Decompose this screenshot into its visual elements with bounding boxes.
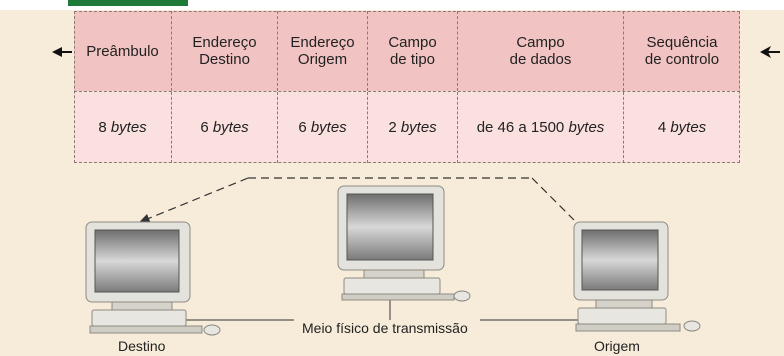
right-direction-arrow [760, 46, 780, 58]
field-header-label: Sequência de controlo [644, 34, 720, 68]
size-number: 6 [298, 119, 307, 136]
field-size-type: 2 bytes [368, 92, 458, 163]
field-header-preamble: Preâmbulo [74, 11, 172, 91]
frame-table-border [74, 11, 740, 163]
size-number: 4 [657, 119, 667, 136]
size-number: 2 [388, 119, 397, 136]
size-unit: bytes [568, 119, 605, 136]
size-unit: bytes [670, 119, 707, 136]
size-unit: bytes [310, 119, 347, 136]
transmission-path-dashed [138, 177, 575, 223]
size-unit: bytes [400, 119, 437, 136]
size-number: de 46 a 1500 [476, 119, 565, 136]
size-unit: bytes [212, 119, 249, 136]
center-computer-icon [337, 185, 471, 302]
frame-size-row: 8 bytes 6 bytes 6 bytes 2 bytes de 46 a … [74, 91, 740, 163]
field-size-src-address: 6 bytes [278, 92, 368, 163]
field-size-data: de 46 a 1500 bytes [458, 92, 624, 163]
field-header-src-address: Endereço Origem [278, 11, 368, 91]
destination-label: Destino [118, 338, 166, 354]
size-unit: bytes [110, 119, 147, 136]
frame-header-row: Preâmbulo Endereço Destino Endereço Orig… [74, 11, 740, 91]
field-size-preamble: 8 bytes [74, 92, 172, 163]
field-header-label: Campo de tipo [388, 34, 437, 68]
field-header-label: Preâmbulo [86, 42, 159, 60]
field-header-label: Endereço Destino [192, 34, 257, 68]
field-size-dest-address: 6 bytes [172, 92, 278, 163]
field-header-checksum: Sequência de controlo [624, 11, 740, 91]
size-number: 6 [200, 119, 209, 136]
origin-computer-icon [573, 221, 701, 332]
origin-label: Origem [594, 338, 640, 354]
field-header-label: Endereço Origem [290, 34, 355, 68]
field-header-type: Campo de tipo [368, 11, 458, 91]
left-direction-arrow [52, 47, 72, 57]
title-bar-fragment [68, 0, 188, 6]
destination-computer-icon [85, 221, 221, 336]
size-number: 8 [98, 119, 107, 136]
field-header-label: Campo de dados [509, 34, 572, 68]
transmission-medium-label: Meio físico de transmissão [302, 320, 468, 336]
field-header-data: Campo de dados [458, 11, 624, 91]
field-header-dest-address: Endereço Destino [172, 11, 278, 91]
field-size-checksum: 4 bytes [624, 92, 740, 163]
top-strip [0, 0, 784, 10]
